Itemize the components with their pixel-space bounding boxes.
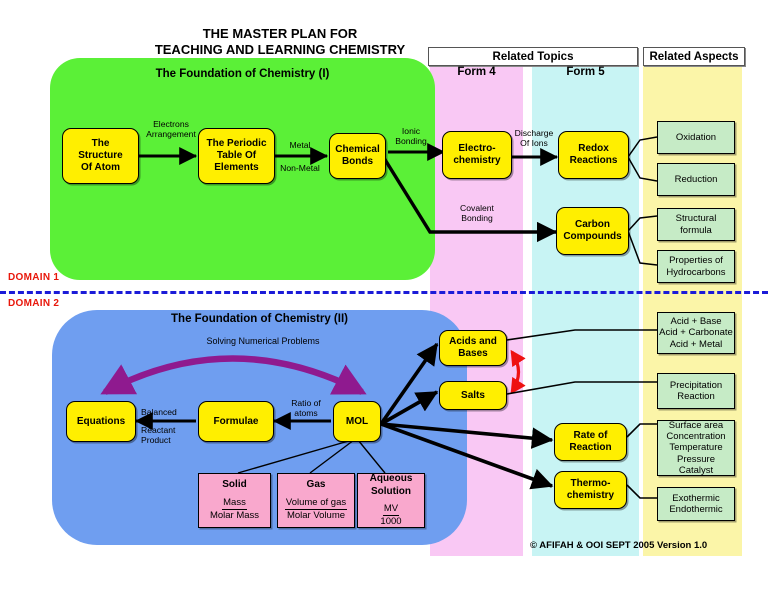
aspect-thermochemistry[interactable]: Exothermic Endothermic xyxy=(657,487,735,521)
node-line: Reactions xyxy=(569,155,618,166)
node-line: Rate of xyxy=(573,430,608,442)
node-thermochemistry[interactable]: Thermo- chemistry xyxy=(554,471,627,509)
node-line: Equations xyxy=(76,415,126,427)
aspect-line: Temperature xyxy=(669,442,723,454)
aspect-reduction[interactable]: Reduction xyxy=(657,163,735,196)
node-electrochemistry[interactable]: Electro- chemistry xyxy=(442,131,512,179)
edge-label-non-metal: Non-Metal xyxy=(280,163,320,173)
node-line: Carbon xyxy=(575,219,610,231)
edge-label-discharge-of-ions: Discharge Of Ions xyxy=(514,128,554,149)
edge-label-solving-numerical-problems: Solving Numerical Problems xyxy=(206,336,320,346)
edge-label-balanced: Balanced xyxy=(141,407,177,417)
domain2-region-title: The Foundation of Chemistry (II) xyxy=(171,313,348,325)
node-line: MOL xyxy=(345,415,369,427)
aspect-oxidation[interactable]: Oxidation xyxy=(657,121,735,154)
state-box-title: Solid xyxy=(222,479,247,491)
node-line: Bonds xyxy=(341,156,374,167)
node-line: The xyxy=(91,138,110,150)
column-header-form4: Form 4 xyxy=(457,66,496,78)
copyright-notice: © AFIFAH & OOI SEPT 2005 Version 1.0 xyxy=(530,540,708,551)
node-salts[interactable]: Salts xyxy=(439,381,507,410)
aspect-line: Concentration xyxy=(666,430,726,442)
node-line: Structure xyxy=(78,150,123,162)
edge-label-electrons-arrangement: Electrons Arrangement xyxy=(146,119,196,140)
edge-label-metal: Metal xyxy=(289,140,311,150)
state-box-solid[interactable]: Solid Mass Molar Mass xyxy=(198,473,271,528)
node-redox-reactions[interactable]: Redox Reactions xyxy=(558,131,629,179)
column-header-form5: Form 5 xyxy=(566,66,605,78)
aspect-acid-reactions[interactable]: Acid + Base Acid + Carbonate Acid + Meta… xyxy=(657,312,735,354)
page-title: THE MASTER PLAN FOR TEACHING AND LEARNIN… xyxy=(154,26,406,58)
node-line: chemistry xyxy=(566,490,615,501)
aspect-line: Catalyst xyxy=(678,465,714,477)
aspect-precipitation-reaction[interactable]: Precipitation Reaction xyxy=(657,373,735,409)
aspect-line: Acid + Base xyxy=(670,315,722,327)
domain-divider xyxy=(0,291,768,294)
edge-label-ratio-of-atoms: Ratio of atoms xyxy=(291,398,321,419)
fraction-numerator: MV xyxy=(382,503,400,516)
header-related-aspects: Related Aspects xyxy=(643,47,745,66)
node-chemical-bonds[interactable]: Chemical Bonds xyxy=(329,133,386,179)
node-line: Electro- xyxy=(458,143,496,155)
node-line: Salts xyxy=(461,389,485,401)
aspect-structural-formula[interactable]: Structural formula xyxy=(657,208,735,241)
aspect-line: Pressure xyxy=(676,453,715,465)
aspect-line: Endothermic xyxy=(669,504,723,515)
aspect-line: Surface area xyxy=(668,419,724,431)
domain1-label: DOMAIN 1 xyxy=(8,272,60,283)
state-box-title: Aqueous Solution xyxy=(369,473,413,497)
state-box-fraction: Volume of gas Molar Volume xyxy=(284,496,348,522)
node-rate-of-reaction[interactable]: Rate of Reaction xyxy=(554,423,627,461)
node-periodic-table[interactable]: The Periodic Table Of Elements xyxy=(198,128,275,184)
state-box-fraction: Mass Molar Mass xyxy=(210,497,259,522)
node-line: The Periodic xyxy=(206,138,267,150)
node-line: Redox xyxy=(578,143,609,155)
node-mol[interactable]: MOL xyxy=(333,401,381,442)
domain2-label: DOMAIN 2 xyxy=(8,298,60,309)
node-structure-of-atom[interactable]: The Structure Of Atom xyxy=(62,128,139,184)
domain1-region-title: The Foundation of Chemistry (I) xyxy=(155,68,330,80)
fraction-numerator: Volume of gas xyxy=(284,496,348,510)
node-line: Acids and xyxy=(449,336,497,348)
node-line: Bases xyxy=(458,348,488,359)
aspect-line: Structural xyxy=(675,213,717,225)
fraction-denominator: 1000 xyxy=(380,516,402,527)
fraction-denominator: Molar Volume xyxy=(286,509,346,521)
aspect-line: Precipitation xyxy=(669,379,723,391)
node-formulae[interactable]: Formulae xyxy=(198,401,274,442)
fraction-numerator: Mass xyxy=(222,496,247,510)
aspect-line: Acid + Metal xyxy=(669,338,723,350)
aspect-rate-factors[interactable]: Surface area Concentration Temperature P… xyxy=(657,420,735,476)
aspect-line: Exothermic xyxy=(672,492,720,504)
aspect-line: Reduction xyxy=(674,173,718,185)
aspect-line: Acid + Carbonate xyxy=(659,327,733,339)
node-line: Formulae xyxy=(213,415,259,427)
node-carbon-compounds[interactable]: Carbon Compounds xyxy=(556,207,629,255)
aspect-properties-of-hydrocarbons[interactable]: Properties of Hydrocarbons xyxy=(657,250,735,283)
node-line: Of Atom xyxy=(80,161,121,173)
node-line: Table Of xyxy=(216,150,257,162)
node-line: Elements xyxy=(214,161,259,173)
state-box-aqueous-solution[interactable]: Aqueous Solution MV 1000 xyxy=(357,473,425,528)
state-box-gas[interactable]: Gas Volume of gas Molar Volume xyxy=(277,473,355,528)
edge-label-reactant-product: Reactant Product xyxy=(141,425,176,446)
aspect-line: formula xyxy=(680,224,712,236)
aspect-line: Oxidation xyxy=(675,131,717,143)
header-related-topics: Related Topics xyxy=(428,47,638,66)
state-box-title: Gas xyxy=(306,479,326,491)
aspect-line: Properties of xyxy=(669,255,723,267)
aspect-line: Hydrocarbons xyxy=(666,266,726,278)
aspect-line: Reaction xyxy=(677,391,715,402)
state-box-fraction: MV 1000 xyxy=(380,503,401,528)
fraction-denominator: Molar Mass xyxy=(209,509,260,521)
node-line: Thermo- xyxy=(570,478,611,490)
node-line: Reaction xyxy=(569,442,612,453)
node-line: Compounds xyxy=(563,231,622,242)
node-equations[interactable]: Equations xyxy=(66,401,136,442)
edge-label-ionic-bonding: Ionic Bonding xyxy=(395,126,427,147)
node-acids-and-bases[interactable]: Acids and Bases xyxy=(439,330,507,366)
node-line: Chemical xyxy=(335,144,380,156)
edge-label-covalent-bonding: Covalent Bonding xyxy=(460,203,494,224)
node-line: chemistry xyxy=(453,155,501,166)
